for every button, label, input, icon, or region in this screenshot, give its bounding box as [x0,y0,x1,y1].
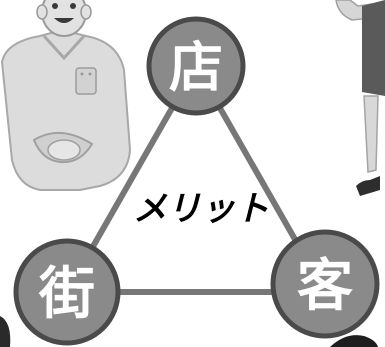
bottom-left-dark-shape [0,316,11,347]
center-label: メリット [133,189,269,229]
node-customer: 客 [270,229,380,339]
node-shop: 店 [146,16,246,116]
node-shop-circle [146,16,246,116]
node-customer-label: 客 [297,254,353,319]
woman-figure [335,0,385,196]
node-shop-label: 店 [169,36,223,99]
bottom-right-dark-shape [330,335,378,347]
node-town: 街 [13,238,121,346]
shopkeeper-figure [0,0,132,191]
node-customer-circle [270,229,380,339]
node-town-circle [13,238,121,346]
node-town-label: 街 [38,262,95,327]
